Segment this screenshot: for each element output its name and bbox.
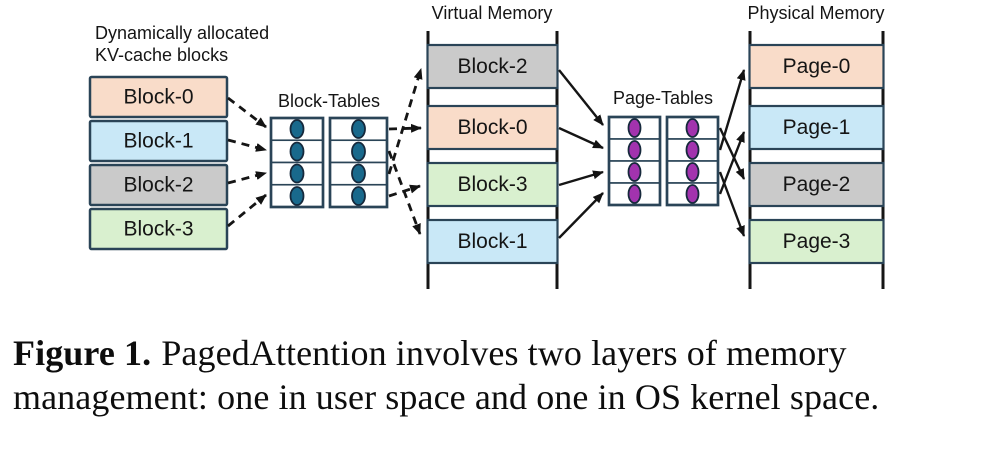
virtual-memory-column: Block-2 Block-0 Block-3 Block-1: [426, 31, 559, 289]
caption-line-1: Figure 1.PagedAttention involves two lay…: [13, 331, 989, 375]
virtual-slot-3-label: Block-3: [457, 173, 527, 196]
caption-line-2: management: one in user space and one in…: [13, 377, 880, 417]
page-table-dot: [627, 118, 642, 138]
arrow-row4-to-page1: [718, 131, 746, 195]
physical-page-0: [748, 43, 885, 90]
arrow-block0-to-row1: [227, 96, 267, 129]
page-table-to-physical-arrows: [718, 69, 746, 237]
block-table-dot: [351, 186, 366, 206]
kv-to-block-table-arrows: [227, 96, 267, 228]
arrow-block2-to-row3: [227, 171, 267, 185]
kv-block-3: [88, 207, 229, 251]
page-table: [607, 115, 720, 207]
kv-cache-blocks: Block-0 Block-1 Block-2 Block-3: [88, 75, 229, 251]
arrow-virtual-block3-to-row3: [558, 170, 604, 187]
kv-block-0: [88, 75, 229, 119]
arrow-virtual-block0-to-row2: [558, 126, 604, 150]
block-table-dot: [289, 163, 305, 184]
arrow-block3-to-row4: [227, 193, 267, 228]
arrow-row1-to-virtual-block0: [388, 123, 422, 133]
caption-line-1-text: PagedAttention involves two layers of me…: [161, 333, 847, 373]
page-table-dot: [627, 184, 642, 204]
block-tables-title: Block-Tables: [278, 91, 380, 111]
virtual-slot-1: [426, 43, 559, 90]
block-table-dot: [289, 119, 305, 139]
virtual-slot-4-label: Block-1: [457, 230, 527, 253]
arrow-row2-to-virtual-block1: [387, 150, 422, 235]
virtual-memory-title: Virtual Memory: [432, 3, 553, 23]
kv-block-1-label: Block-1: [123, 130, 193, 153]
arrow-block1-to-row2: [227, 138, 267, 152]
block-table-left-outline: [269, 116, 325, 209]
physical-page-3-label: Page-3: [783, 230, 851, 253]
physical-page-3: [748, 218, 885, 265]
block-table-dot: [289, 186, 305, 206]
kv-block-2-label: Block-2: [123, 174, 193, 197]
caption-figure-label: Figure 1.: [13, 333, 152, 373]
page-tables-title: Page-Tables: [613, 88, 713, 108]
kv-cache-label-line1: Dynamically allocated: [95, 23, 269, 43]
virtual-slot-3: [426, 161, 559, 208]
physical-page-2: [748, 161, 885, 208]
virtual-slot-2: [426, 104, 559, 151]
figure-caption: Figure 1.PagedAttention involves two lay…: [13, 331, 989, 419]
page-table-dot: [627, 162, 642, 182]
block-table: [269, 116, 389, 209]
page-table-dot: [627, 140, 642, 160]
block-table-dot: [351, 163, 366, 184]
arrow-row3-to-virtual-block2: [387, 68, 423, 175]
kv-block-3-label: Block-3: [123, 218, 193, 241]
physical-page-1-label: Page-1: [783, 116, 851, 139]
arrow-row4-to-virtual-block3: [388, 184, 421, 198]
virtual-slot-4: [426, 218, 559, 265]
kv-cache-label-line2: KV-cache blocks: [95, 45, 228, 65]
block-table-to-virtual-arrows: [387, 68, 423, 235]
page-table-left-outline: [607, 115, 662, 207]
block-table-dot: [351, 119, 366, 139]
block-table-right-outline: [328, 116, 389, 209]
page-table-dot: [685, 118, 700, 138]
kv-block-0-label: Block-0: [123, 86, 193, 109]
pagedattention-diagram: Dynamically allocated KV-cache blocks Bl…: [88, 3, 885, 289]
physical-page-2-label: Page-2: [783, 173, 851, 196]
physical-memory-title: Physical Memory: [747, 3, 884, 23]
kv-block-2: [88, 163, 229, 207]
block-table-dot: [289, 141, 305, 162]
physical-memory-column: Page-0 Page-1 Page-2 Page-3: [748, 31, 885, 289]
page-table-dot: [685, 184, 700, 204]
arrow-row2-to-page0: [718, 69, 746, 151]
arrow-virtual-block2-to-row1: [558, 69, 604, 126]
page-table-dot: [685, 162, 700, 182]
page-table-right-outline: [665, 115, 720, 207]
virtual-slot-1-label: Block-2: [457, 55, 527, 78]
block-table-dot: [351, 141, 366, 162]
virtual-to-page-table-arrows: [558, 69, 604, 239]
arrow-virtual-block1-to-row4: [558, 192, 604, 239]
kv-block-1: [88, 119, 229, 163]
physical-page-1: [748, 104, 885, 151]
physical-page-0-label: Page-0: [783, 55, 851, 78]
virtual-slot-2-label: Block-0: [457, 116, 527, 139]
page-table-dot: [685, 140, 700, 160]
